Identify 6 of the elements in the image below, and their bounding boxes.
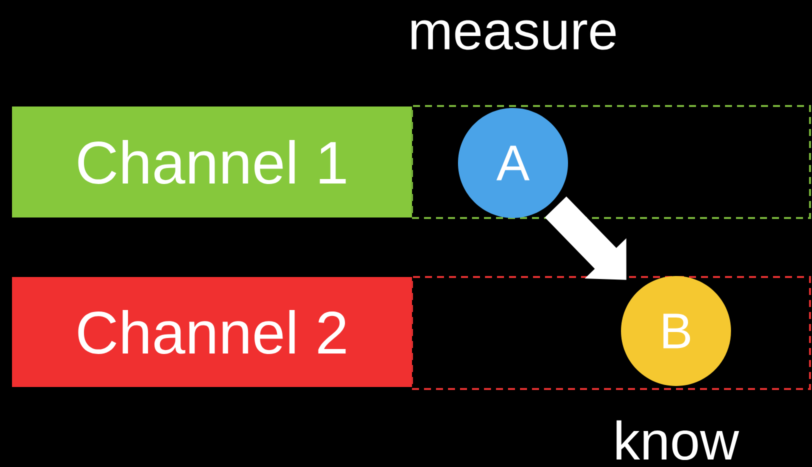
- dashed-band: [411, 105, 811, 219]
- dashed-band: [411, 276, 811, 390]
- channel-box: Channel 2: [12, 277, 412, 387]
- channel-box: Channel 1: [12, 106, 412, 218]
- word-label: measure: [412, 20, 616, 50]
- word-label: know: [616, 420, 740, 460]
